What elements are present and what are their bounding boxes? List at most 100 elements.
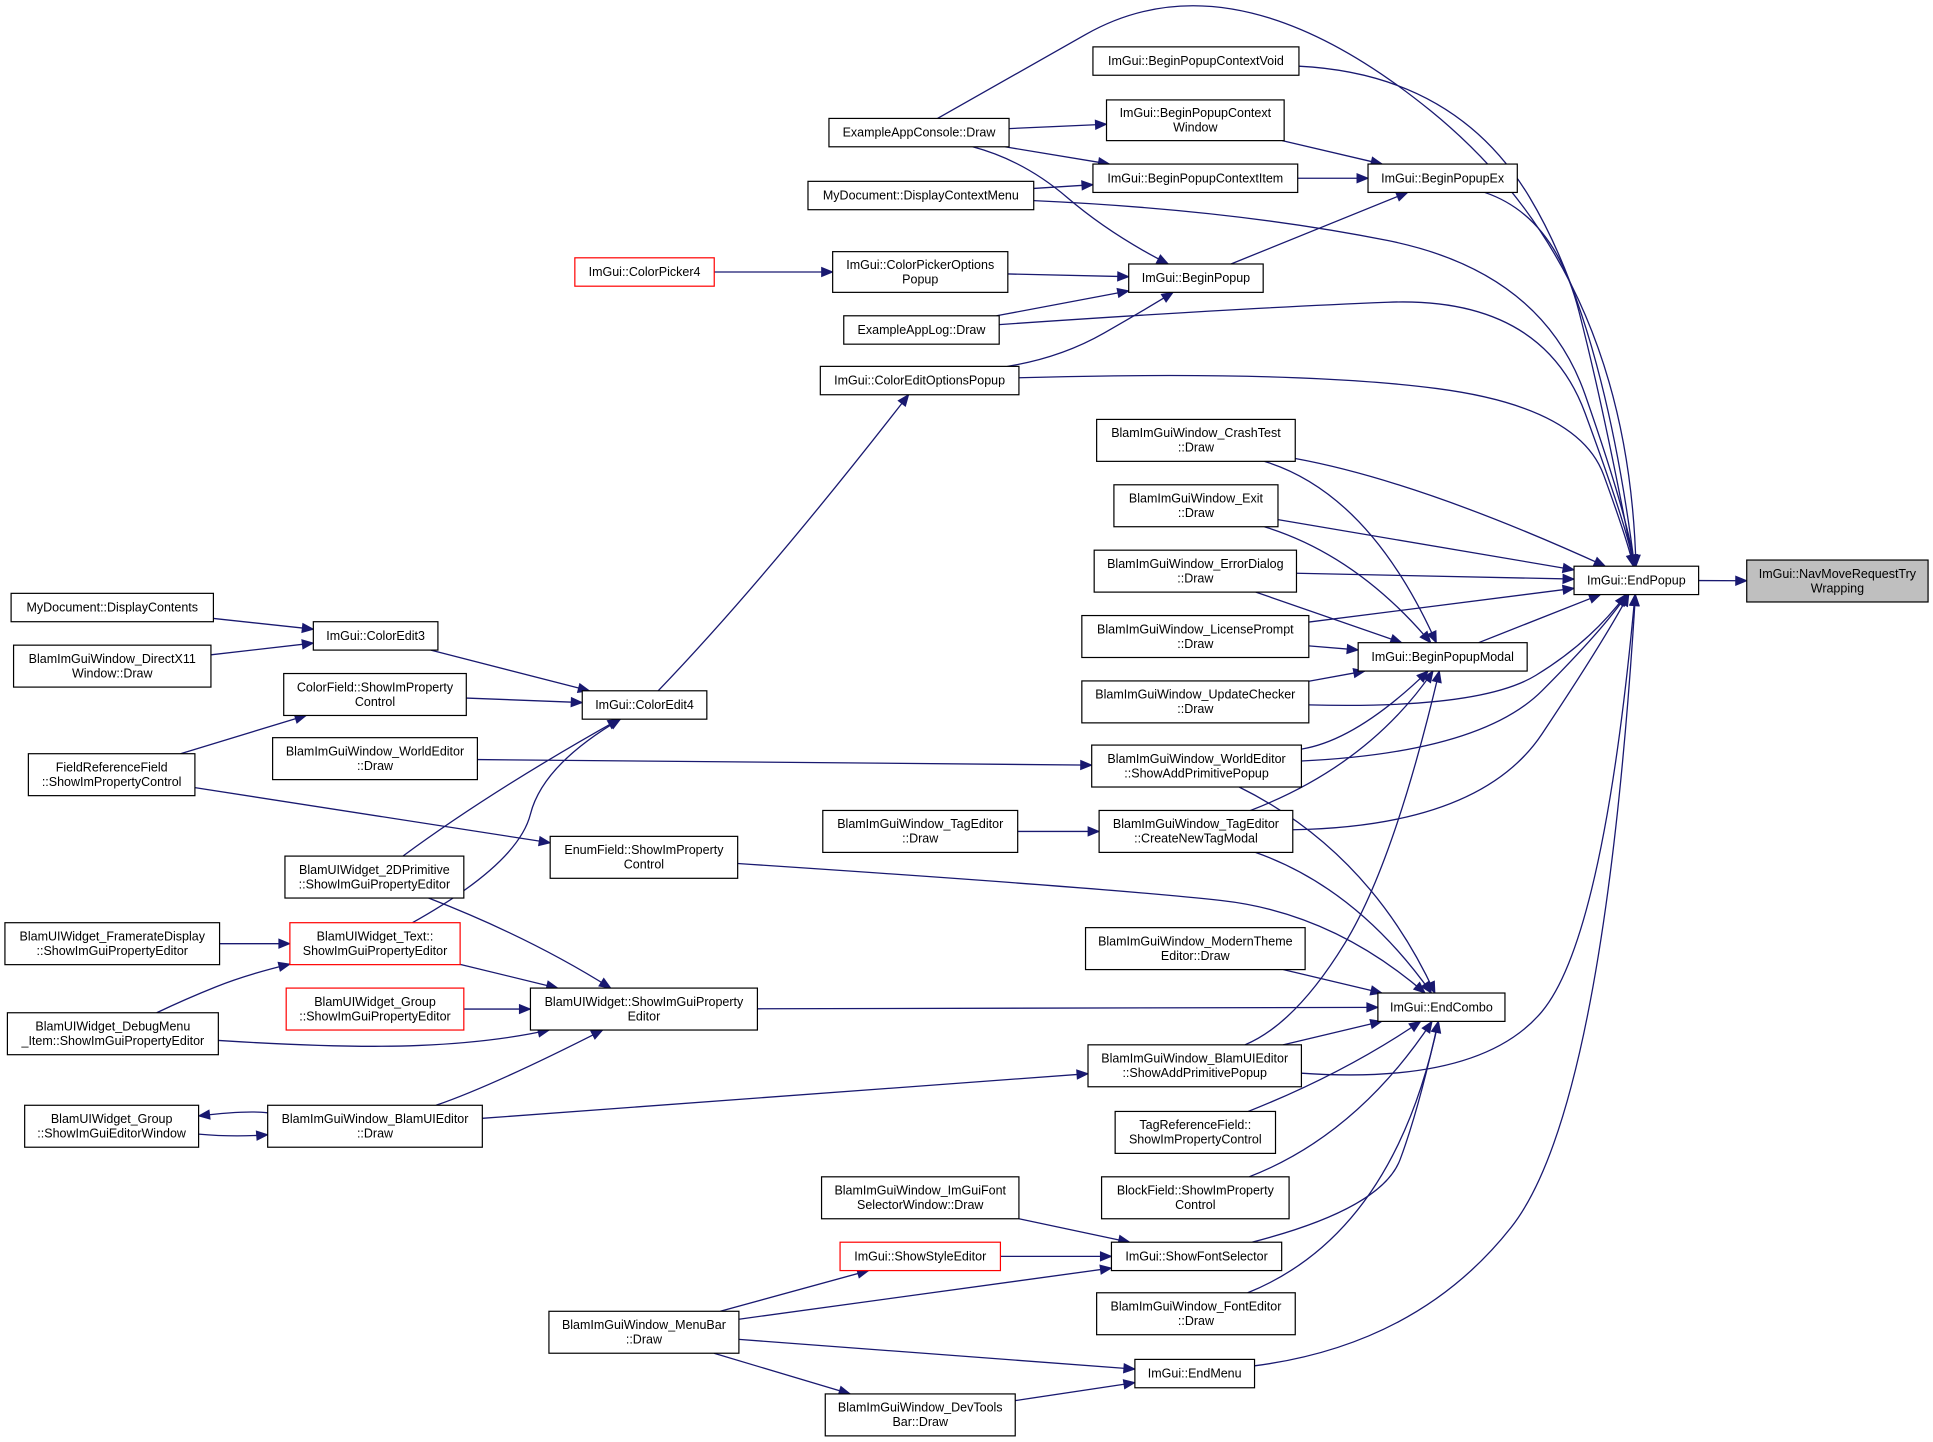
node-box[interactable]	[574, 257, 715, 287]
node-framerate[interactable]: BlamUIWidget_FramerateDisplay::ShowImGui…	[4, 922, 221, 966]
node-bpcitem[interactable]: ImGui::BeginPopupContextItem	[1092, 163, 1299, 194]
node-groupwin[interactable]: BlamUIWidget_Group::ShowImGuiEditorWindo…	[24, 1104, 200, 1148]
node-box[interactable]	[12, 644, 212, 688]
node-wtext[interactable]: BlamUIWidget_Text::ShowImGuiPropertyEdit…	[289, 922, 461, 966]
node-applog[interactable]: ExampleAppLog::Draw	[843, 315, 1000, 345]
node-colorpicker4[interactable]: ImGui::ColorPicker4	[574, 257, 715, 287]
node-box[interactable]	[1110, 1241, 1283, 1272]
node-fonteditor[interactable]: BlamImGuiWindow_FontEditor::Draw	[1096, 1292, 1296, 1336]
node-box[interactable]	[1092, 46, 1300, 76]
node-box[interactable]	[284, 855, 465, 899]
node-box[interactable]	[1105, 99, 1285, 142]
node-box[interactable]	[1096, 1292, 1296, 1336]
node-box[interactable]	[1096, 418, 1296, 462]
node-box[interactable]	[1093, 549, 1298, 593]
node-box[interactable]	[828, 117, 1010, 148]
node-fontselector[interactable]: ImGui::ShowFontSelector	[1110, 1241, 1283, 1272]
node-bpcvoid[interactable]: ImGui::BeginPopupContextVoid	[1092, 46, 1300, 76]
node-box[interactable]	[1092, 163, 1299, 194]
node-box[interactable]	[267, 1104, 483, 1148]
node-box[interactable]	[312, 621, 439, 651]
node-updatechk[interactable]: BlamImGuiWindow_UpdateChecker::Draw	[1081, 680, 1310, 724]
node-blockfield[interactable]: BlockField::ShowImPropertyControl	[1100, 1176, 1290, 1220]
node-box[interactable]	[10, 592, 215, 623]
node-box[interactable]	[1367, 163, 1518, 194]
node-w2dprim[interactable]: BlamUIWidget_2DPrimitive::ShowImGuiPrope…	[284, 855, 465, 899]
node-box[interactable]	[581, 690, 708, 720]
node-weaddprim[interactable]: BlamImGuiWindow_WorldEditor::ShowAddPrim…	[1091, 744, 1303, 788]
node-box[interactable]	[839, 1241, 1002, 1272]
node-box[interactable]	[1081, 614, 1310, 659]
node-wprop[interactable]: BlamUIWidget::ShowImGuiPropertyEditor	[529, 987, 759, 1031]
node-box[interactable]	[548, 1310, 740, 1354]
node-box[interactable]	[27, 753, 196, 797]
node-box[interactable]	[1081, 680, 1310, 724]
node-endpopup[interactable]: ImGui::EndPopup	[1573, 565, 1700, 596]
node-appconsole[interactable]: ExampleAppConsole::Draw	[828, 117, 1010, 148]
node-box[interactable]	[6, 1012, 219, 1056]
node-box[interactable]	[1114, 1110, 1277, 1154]
node-uieddraw[interactable]: BlamImGuiWindow_BlamUIEditor::Draw	[267, 1104, 483, 1148]
node-box[interactable]	[285, 987, 465, 1031]
node-box[interactable]	[549, 835, 739, 879]
node-exitwin[interactable]: BlamImGuiWindow_Exit::Draw	[1113, 484, 1279, 528]
node-box[interactable]	[1084, 927, 1306, 971]
node-debugmenu[interactable]: BlamUIWidget_DebugMenu_Item::ShowImGuiPr…	[6, 1012, 219, 1056]
node-styleeditor[interactable]: ImGui::ShowStyleEditor	[839, 1241, 1002, 1272]
node-errordlg[interactable]: BlamImGuiWindow_ErrorDialog::Draw	[1093, 549, 1298, 593]
node-box[interactable]	[529, 987, 759, 1031]
node-box[interactable]	[1100, 1176, 1290, 1220]
node-box[interactable]	[4, 922, 221, 966]
node-box[interactable]	[1746, 559, 1929, 603]
node-box[interactable]	[1128, 263, 1264, 293]
node-box[interactable]	[272, 737, 478, 781]
node-box[interactable]	[1573, 565, 1700, 596]
node-crashtest[interactable]: BlamImGuiWindow_CrashTest::Draw	[1096, 418, 1296, 462]
node-mydocctx[interactable]: MyDocument::DisplayContextMenu	[807, 180, 1035, 211]
node-beginpopup[interactable]: ImGui::BeginPopup	[1128, 263, 1264, 293]
node-box[interactable]	[820, 1176, 1020, 1220]
node-uiaddprim[interactable]: BlamImGuiWindow_BlamUIEditor::ShowAddPri…	[1087, 1044, 1303, 1088]
node-box[interactable]	[1098, 809, 1294, 853]
node-box[interactable]	[24, 1104, 200, 1148]
node-tagednew[interactable]: BlamImGuiWindow_TagEditor::CreateNewTagM…	[1098, 809, 1294, 853]
node-license[interactable]: BlamImGuiWindow_LicensePrompt::Draw	[1081, 614, 1310, 659]
node-bpmodal[interactable]: ImGui::BeginPopupModal	[1357, 642, 1528, 672]
node-mydoccont[interactable]: MyDocument::DisplayContents	[10, 592, 215, 623]
node-box[interactable]	[824, 1393, 1016, 1437]
node-box[interactable]	[832, 251, 1009, 293]
node-endmenu[interactable]: ImGui::EndMenu	[1134, 1358, 1256, 1389]
node-fontselwin[interactable]: BlamImGuiWindow_ImGuiFontSelectorWindow:…	[820, 1176, 1020, 1220]
node-box[interactable]	[822, 809, 1019, 853]
node-box[interactable]	[289, 922, 461, 966]
node-coloredit3[interactable]: ImGui::ColorEdit3	[312, 621, 439, 651]
node-fieldref[interactable]: FieldReferenceField::ShowImPropertyContr…	[27, 753, 196, 797]
node-beginpopupex[interactable]: ImGui::BeginPopupEx	[1367, 163, 1518, 194]
node-coloredit4[interactable]: ImGui::ColorEdit4	[581, 690, 708, 720]
node-box[interactable]	[1357, 642, 1528, 672]
node-box[interactable]	[1087, 1044, 1303, 1088]
node-box[interactable]	[843, 315, 1000, 345]
node-wedraw[interactable]: BlamImGuiWindow_WorldEditor::Draw	[272, 737, 478, 781]
node-box[interactable]	[1113, 484, 1279, 528]
node-box[interactable]	[1134, 1358, 1256, 1389]
node-ceoptpopup[interactable]: ImGui::ColorEditOptionsPopup	[819, 365, 1020, 396]
node-box[interactable]	[283, 672, 467, 717]
node-tageddraw[interactable]: BlamImGuiWindow_TagEditor::Draw	[822, 809, 1019, 853]
node-menubar[interactable]: BlamImGuiWindow_MenuBar::Draw	[548, 1310, 740, 1354]
node-box[interactable]	[1377, 992, 1506, 1022]
node-endcombo[interactable]: ImGui::EndCombo	[1377, 992, 1506, 1022]
node-box[interactable]	[1091, 744, 1303, 788]
node-enumfield[interactable]: EnumField::ShowImPropertyControl	[549, 835, 739, 879]
node-box[interactable]	[807, 180, 1035, 211]
node-box[interactable]	[819, 365, 1020, 396]
node-colorfield[interactable]: ColorField::ShowImPropertyControl	[283, 672, 467, 717]
node-tagreffield[interactable]: TagReferenceField::ShowImPropertyControl	[1114, 1110, 1277, 1154]
node-wgroup[interactable]: BlamUIWidget_Group::ShowImGuiPropertyEdi…	[285, 987, 465, 1031]
